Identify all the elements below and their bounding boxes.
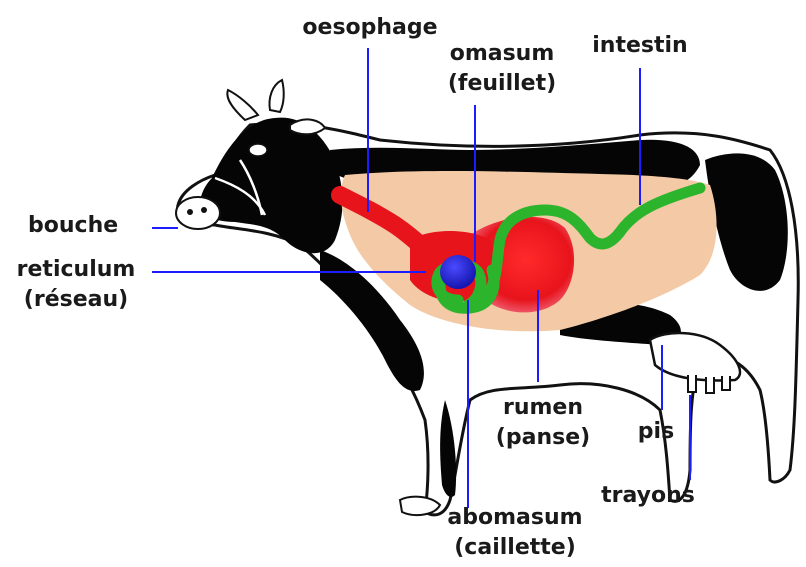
- cow-teat: [706, 377, 714, 393]
- cow-horn: [227, 90, 258, 120]
- label-intestin: intestin: [580, 32, 700, 60]
- cow-muzzle: [176, 197, 220, 229]
- label-bouche: bouche: [28, 212, 118, 240]
- cow-teat: [688, 375, 696, 392]
- label-reticulum-fr: (réseau): [6, 286, 146, 314]
- cow-teat: [722, 376, 730, 390]
- label-abomasum: abomasum: [440, 504, 590, 532]
- label-omasum-fr: (feuillet): [432, 70, 572, 98]
- label-oesophage: oesophage: [300, 14, 440, 42]
- label-rumen-fr: (panse): [488, 424, 598, 452]
- cow-ear: [290, 119, 325, 134]
- label-reticulum: reticulum: [6, 256, 146, 284]
- label-omasum: omasum: [432, 40, 572, 68]
- label-pis: pis: [626, 418, 686, 446]
- cow-nostril: [201, 207, 207, 213]
- label-abomasum-fr: (caillette): [440, 534, 590, 562]
- label-trayons: trayons: [588, 482, 708, 510]
- omasum-organ: [440, 255, 476, 289]
- cow-eye: [249, 144, 267, 156]
- cow-horn: [270, 80, 284, 112]
- cow-nostril: [187, 209, 193, 215]
- label-rumen: rumen: [488, 394, 598, 422]
